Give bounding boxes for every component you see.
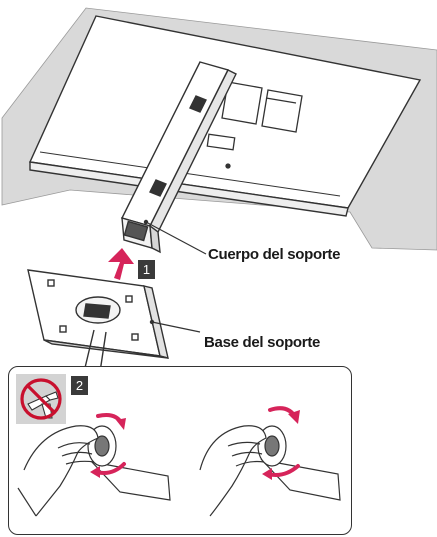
mount-plate (206, 81, 303, 169)
step-1-badge: 1 (138, 260, 155, 279)
stand-body-leader (145, 221, 207, 255)
stand-body-label: Cuerpo del soporte (208, 246, 341, 263)
stand-base-leader (151, 321, 201, 333)
step-2-badge: 2 (71, 376, 88, 395)
stand-body (120, 61, 237, 254)
stand-base (27, 269, 169, 373)
stand-base-label: Base del soporte (204, 334, 321, 351)
arrow-up-icon (108, 248, 134, 280)
prohibited-screwdriver-icon (16, 374, 66, 424)
